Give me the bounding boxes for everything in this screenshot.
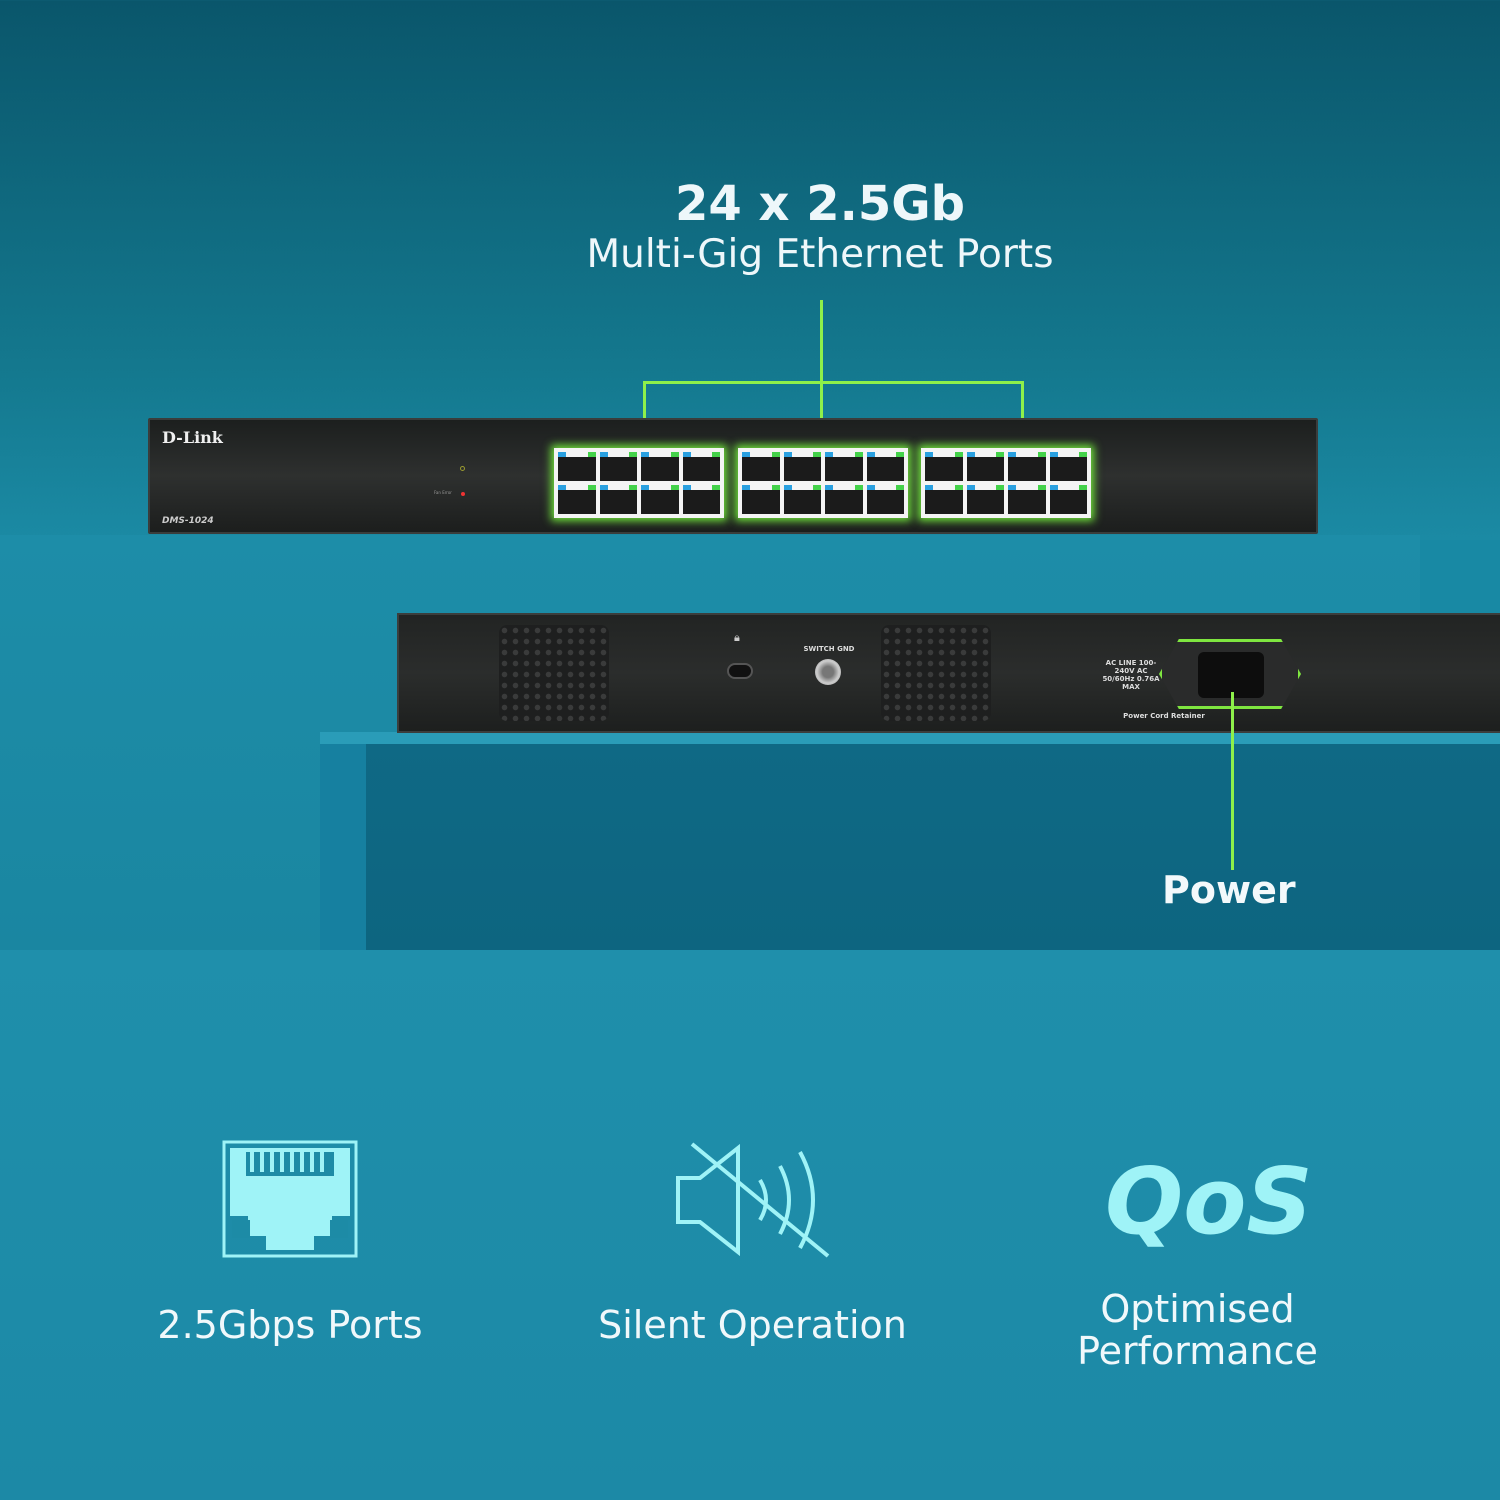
ports-callout-bracket: [643, 381, 1024, 384]
ethernet-port: [742, 452, 780, 481]
switch-front-panel: D-Link DMS-1024 Fan Error: [148, 418, 1318, 534]
ethernet-port: [783, 485, 821, 514]
cord-retainer-label: Power Cord Retainer: [1123, 712, 1205, 720]
ethernet-port: [925, 485, 963, 514]
ethernet-port: [1008, 485, 1046, 514]
feature-label: Optimised Performance: [1077, 1287, 1318, 1373]
headline-title: 24 x 2.5Gb: [675, 176, 965, 232]
ethernet-port: [742, 485, 780, 514]
ethernet-port: [682, 452, 720, 481]
fan-vent-icon: [881, 625, 991, 721]
feature-label: 2.5Gbps Ports: [157, 1303, 423, 1347]
headline-subtitle: Multi-Gig Ethernet Ports: [586, 232, 1054, 277]
port-group-2: [738, 448, 908, 518]
power-callout-line: [1231, 692, 1234, 870]
speaker-muted-icon: [676, 1142, 830, 1258]
ethernet-port-icon: [222, 1140, 358, 1258]
port-group-1: [554, 448, 724, 518]
ethernet-port: [641, 485, 679, 514]
fan-vent-icon: [499, 625, 609, 721]
switch-rear-panel: 🔒︎ SWITCH GND AC LINE 100-240V AC 50/60H…: [397, 613, 1500, 733]
lower-step-top: [320, 732, 1500, 746]
ethernet-port: [1008, 452, 1046, 481]
brand-logo: D-Link: [162, 428, 223, 447]
ethernet-port: [599, 485, 637, 514]
power-callout-label: Power: [1162, 868, 1296, 912]
fan-error-label: Fan Error: [434, 490, 452, 495]
feature-label: Silent Operation: [598, 1303, 907, 1347]
model-label: DMS-1024: [162, 516, 214, 526]
ethernet-port: [825, 485, 863, 514]
lock-icon: 🔒︎: [734, 631, 740, 644]
ethernet-port: [825, 452, 863, 481]
ethernet-port: [866, 452, 904, 481]
ethernet-port: [925, 452, 963, 481]
ethernet-port: [558, 452, 596, 481]
lower-step-side: [320, 744, 366, 952]
switch-gnd-label: SWITCH GND: [803, 645, 855, 653]
ethernet-port: [783, 452, 821, 481]
ac-power-inlet: [1159, 639, 1301, 709]
ethernet-port: [966, 452, 1004, 481]
power-socket-icon: [1198, 652, 1264, 698]
ethernet-port: [866, 485, 904, 514]
fan-error-led: [461, 492, 465, 496]
power-led: [460, 466, 465, 471]
ground-screw: [815, 659, 841, 685]
ethernet-port: [682, 485, 720, 514]
lock-slot: [727, 663, 753, 679]
ethernet-port: [1049, 452, 1087, 481]
ethernet-port: [599, 452, 637, 481]
ethernet-port: [641, 452, 679, 481]
ethernet-port: [966, 485, 1004, 514]
lower-step: [320, 744, 1500, 952]
ac-rating-label: AC LINE 100-240V AC 50/60Hz 0.76A MAX: [1102, 659, 1160, 691]
qos-text-icon: QoS: [1105, 1148, 1313, 1255]
upper-step-side: [1420, 540, 1500, 620]
port-group-3: [921, 448, 1091, 518]
ethernet-port: [1049, 485, 1087, 514]
ports-callout-line: [820, 300, 823, 460]
ethernet-port: [558, 485, 596, 514]
